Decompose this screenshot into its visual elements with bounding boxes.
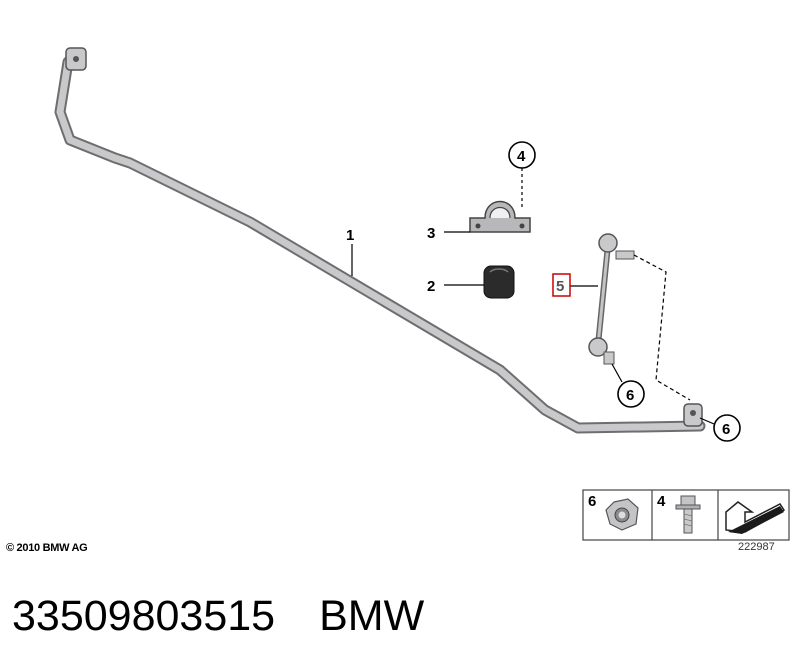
bolt-icon	[675, 495, 701, 534]
bar-end-right	[683, 403, 703, 427]
copyright-text: © 2010 BMW AG	[6, 542, 88, 554]
diagram-reference-number: 222987	[738, 541, 775, 553]
hardware-legend: 6 4	[582, 489, 790, 541]
callout-6a: 6	[626, 387, 634, 404]
nut-icon	[605, 498, 639, 531]
bracket-part	[469, 200, 531, 233]
callout-6b-circle	[713, 414, 741, 442]
callout-5: 5	[556, 278, 564, 295]
bar-end-left	[65, 47, 87, 71]
assembly-dashed-line	[633, 254, 691, 401]
callout-line-6b	[699, 417, 715, 425]
rubber-mount	[483, 265, 515, 299]
footer-caption: 33509803515 BMW	[12, 592, 424, 641]
callout-4-circle	[508, 141, 536, 169]
direction-arrow-icon	[725, 501, 786, 534]
stabilizer-bar	[54, 47, 706, 434]
callout-3: 3	[427, 225, 435, 242]
link-rod	[588, 233, 635, 365]
callout-1: 1	[346, 227, 354, 244]
callout-6b: 6	[722, 421, 730, 438]
callout-2: 2	[427, 278, 435, 295]
callout-line-6a	[611, 363, 623, 383]
brand-name: BMW	[319, 592, 425, 640]
callout-4: 4	[517, 148, 526, 165]
callout-6a-circle	[617, 380, 645, 408]
highlight-box	[552, 273, 571, 297]
part-number: 33509803515	[12, 592, 276, 640]
legend-label-6: 6	[588, 493, 596, 510]
legend-label-4: 4	[657, 493, 666, 510]
